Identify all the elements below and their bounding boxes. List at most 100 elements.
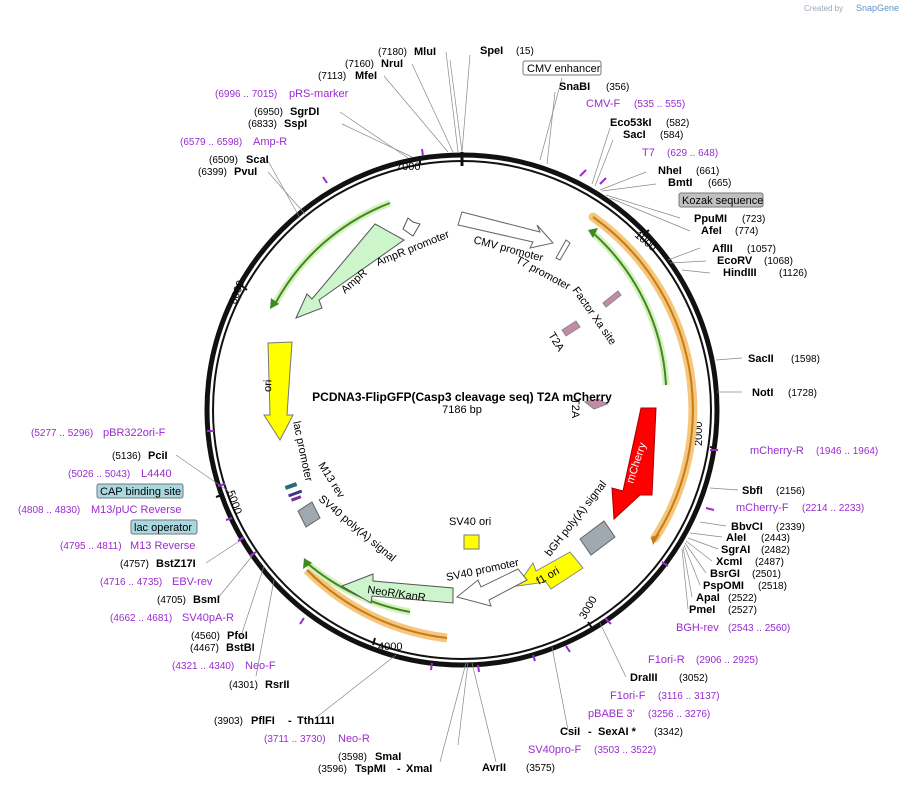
primer-mcherry-r[interactable]: mCherry-R(1946 .. 1964) <box>750 445 878 457</box>
enzyme-pspomi[interactable]: PspOMI(2518) <box>703 580 787 592</box>
primer-bgh-rev[interactable]: BGH-rev(2543 .. 2560) <box>676 622 790 634</box>
enzyme-ppumi[interactable]: PpuMI(723) <box>694 213 765 225</box>
svg-text:Neo-R: Neo-R <box>338 733 370 745</box>
enzyme-csii[interactable]: CsiI-SexAI *(3342) <box>560 726 683 738</box>
enzyme-afei[interactable]: AfeI(774) <box>701 225 758 237</box>
enzyme-hindiii[interactable]: HindIII(1126) <box>723 267 807 279</box>
ampr-orf-arrow <box>274 202 391 305</box>
enzyme-nhei[interactable]: NheI(661) <box>658 165 719 177</box>
svg-text:(4560): (4560) <box>191 631 220 642</box>
svg-text:AvrII: AvrII <box>482 762 506 774</box>
svg-text:NheI: NheI <box>658 165 682 177</box>
enzyme-eco53ki[interactable]: Eco53kI(582) <box>610 117 689 129</box>
enzyme-bmti[interactable]: BmtI(665) <box>668 177 731 189</box>
primer-f1ori-f[interactable]: F1ori-F(3116 .. 3137) <box>610 690 720 702</box>
primer-m13-puc-reverse[interactable]: (4808 .. 4830)M13/pUC Reverse <box>18 504 181 516</box>
enzyme-apai[interactable]: ApaI(2522) <box>696 592 757 604</box>
t2a-site <box>561 320 581 337</box>
svg-text:ApaI: ApaI <box>696 592 720 604</box>
enzyme-pfoi[interactable]: (4560)PfoI <box>191 630 248 642</box>
primer-sv40pro-f[interactable]: SV40pro-F(3503 .. 3522) <box>528 744 656 756</box>
primer-prs-marker[interactable]: (6996 .. 7015) pRS-marker <box>215 88 349 100</box>
enzyme-snabi[interactable]: SnaBI(356) <box>559 81 629 93</box>
enzyme-bsrgi[interactable]: BsrGI(2501) <box>710 568 781 580</box>
enzyme-pflfi[interactable]: (3903)PflFI-Tth111I <box>214 715 334 727</box>
credit-prefix: Created by <box>804 4 843 13</box>
enzyme-sbfi[interactable]: SbfI(2156) <box>742 485 805 497</box>
svg-text:(584): (584) <box>660 130 683 141</box>
enzyme-alei[interactable]: AleI(2443) <box>726 532 790 544</box>
enzyme-avrii[interactable]: AvrII(3575) <box>482 762 555 774</box>
tick-mark-3000 <box>587 621 593 629</box>
primer-mcherry-f[interactable]: mCherry-F(2214 .. 2233) <box>736 502 864 514</box>
lac-operator-mark <box>288 489 303 498</box>
svg-text:SexAI *: SexAI * <box>598 726 637 738</box>
enzyme-bstz17i[interactable]: (4757)BstZ17I <box>120 558 196 570</box>
enzyme-draiii[interactable]: DraIII(3052) <box>630 672 708 684</box>
primer-m13-reverse[interactable]: (4795 .. 4811)M13 Reverse <box>60 540 195 552</box>
primer-ebv-rev[interactable]: (4716 .. 4735)EBV-rev <box>100 576 213 588</box>
lac-promoter-label: lac promoter <box>290 420 315 483</box>
enzyme-aflii[interactable]: AflII(1057) <box>712 243 776 255</box>
primer-neo-r[interactable]: (3711 .. 3730)Neo-R <box>264 733 370 745</box>
primer-f1ori-r[interactable]: F1ori-R(2906 .. 2925) <box>648 654 758 666</box>
enzyme-rsrii[interactable]: (4301)RsrII <box>229 679 289 691</box>
svg-text:PspOMI: PspOMI <box>703 580 744 592</box>
primer-t7[interactable]: T7(629 .. 648) <box>642 147 718 159</box>
enzyme-bsmi[interactable]: (4705)BsmI <box>157 594 220 606</box>
enzyme-bstbi[interactable]: (4467)BstBI <box>190 642 255 654</box>
enzyme-noti[interactable]: NotI(1728) <box>752 387 817 399</box>
svg-text:-: - <box>288 715 292 727</box>
enzyme-mfei[interactable]: (7113)MfeI <box>318 70 377 82</box>
svg-text:BsmI: BsmI <box>193 594 220 606</box>
enzyme-pmei[interactable]: PmeI(2527) <box>689 604 757 616</box>
enzyme-pvui[interactable]: (6399)PvuI <box>198 166 257 178</box>
svg-text:pBR322ori-F: pBR322ori-F <box>103 427 166 439</box>
enzyme-mlui[interactable]: (7180)MluI <box>378 46 436 58</box>
enzyme-sgrai[interactable]: SgrAI(2482) <box>721 544 790 556</box>
svg-text:Neo-F: Neo-F <box>245 660 276 672</box>
svg-text:CMV-F: CMV-F <box>586 98 621 110</box>
enzyme-scai[interactable]: (6509)ScaI <box>209 154 269 166</box>
svg-text:SbfI: SbfI <box>742 485 763 497</box>
primer-pbr322ori-f[interactable]: (5277 .. 5296)pBR322ori-F <box>31 427 166 439</box>
primer-pbabe3[interactable]: pBABE 3'(3256 .. 3276) <box>588 708 710 720</box>
tick-mark-5000 <box>215 494 223 498</box>
primer-neo-f[interactable]: (4321 .. 4340)Neo-F <box>172 660 276 672</box>
enzyme-xcmi[interactable]: XcmI(2487) <box>716 556 784 568</box>
ampr-arrow <box>295 223 405 319</box>
primer-amp-r[interactable]: (6579 .. 6598)Amp-R <box>180 136 287 148</box>
svg-text:(2487): (2487) <box>755 557 784 568</box>
svg-text:mCherry-F: mCherry-F <box>736 502 789 514</box>
enzyme-smai[interactable]: (3598)SmaI <box>338 751 401 763</box>
svg-text:(6996 .. 7015): (6996 .. 7015) <box>215 89 277 100</box>
svg-text:(3116 .. 3137): (3116 .. 3137) <box>658 691 720 702</box>
cmv-promoter-arrow <box>457 211 554 249</box>
svg-text:(1598): (1598) <box>791 354 820 365</box>
primer-l4440[interactable]: (5026 .. 5043)L4440 <box>68 468 172 480</box>
enzyme-tspmi[interactable]: (3596)TspMI-XmaI <box>318 763 432 775</box>
primer-sv40pa-r[interactable]: (4662 .. 4681)SV40pA-R <box>110 612 234 624</box>
enzyme-saci[interactable]: SacI(584) <box>623 129 683 141</box>
enzyme-nrui[interactable]: (7160)NruI <box>345 58 403 70</box>
t2a-label-2: T2A <box>569 398 581 419</box>
lac-operator-box: lac operator <box>130 519 198 535</box>
svg-text:(723): (723) <box>742 214 765 225</box>
bgh-polya-box <box>579 520 616 556</box>
primer-cmv-f[interactable]: CMV-F(535 .. 555) <box>586 98 685 110</box>
f1-ori-arrow <box>515 551 584 590</box>
svg-text:pRS-marker: pRS-marker <box>289 88 349 100</box>
enzyme-spei[interactable]: SpeI(15) <box>480 45 534 57</box>
svg-text:mCherry-R: mCherry-R <box>750 445 804 457</box>
enzyme-sgrdi[interactable]: (6950)SgrDI <box>254 106 319 118</box>
flipgfp-orf-arrowhead <box>651 534 660 545</box>
enzyme-ecorv[interactable]: EcoRV(1068) <box>717 255 793 267</box>
enzyme-bbvci[interactable]: BbvCI(2339) <box>731 521 805 533</box>
svg-text:PmeI: PmeI <box>689 604 715 616</box>
sv40-promoter-arrow <box>455 568 528 607</box>
flipgfp-orf <box>592 216 694 539</box>
enzyme-pcii[interactable]: (5136)PciI <box>112 450 168 462</box>
enzyme-sspi[interactable]: (6833)SspI <box>248 118 307 130</box>
enzyme-sacii[interactable]: SacII(1598) <box>748 353 820 365</box>
right-orf-arrowhead <box>588 228 598 238</box>
